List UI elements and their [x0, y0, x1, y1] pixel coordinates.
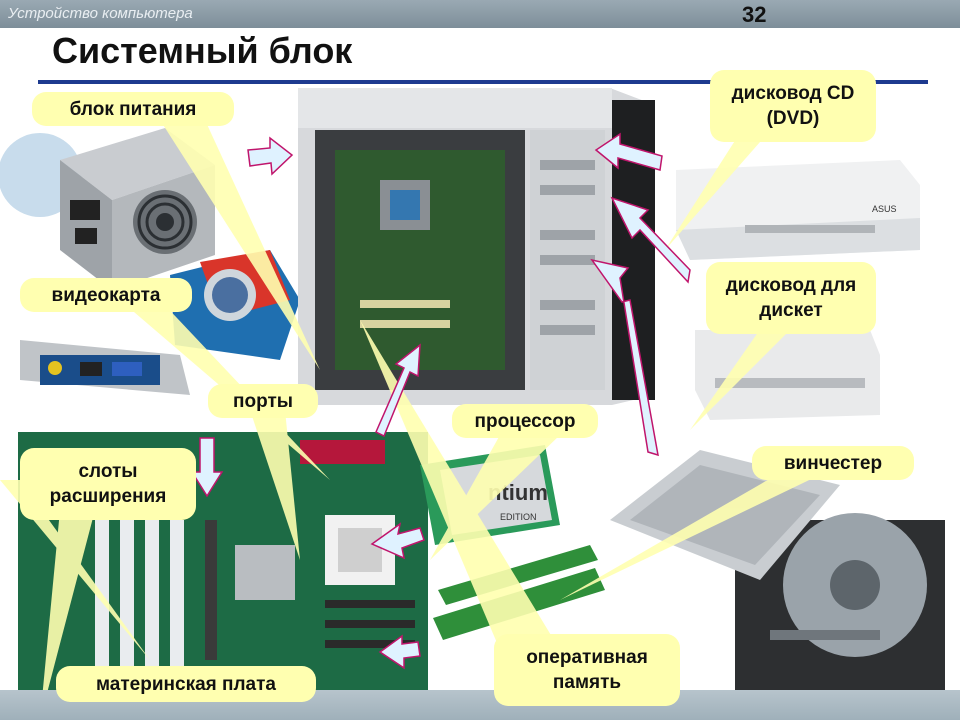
slide-number: 32: [742, 2, 767, 27]
arrow-psu: [247, 136, 294, 176]
arrow-ram: [378, 634, 421, 670]
label-ram: оперативная память: [494, 634, 680, 706]
arrow-hdd: [590, 258, 659, 457]
label-psu: блок питания: [32, 92, 234, 126]
label-cpu: процессор: [452, 404, 598, 438]
label-floppy: дисковод для дискет: [706, 262, 876, 334]
top-bar: Устройство компьютера 32: [0, 0, 960, 28]
arrow-slots: [190, 437, 224, 498]
label-hdd: винчестер: [752, 446, 914, 480]
arrow-cd: [594, 132, 663, 171]
arrows: [190, 132, 691, 670]
page-title: Системный блок: [52, 30, 353, 71]
label-ports: порты: [208, 384, 318, 418]
cd-brand-text: ASUS: [872, 204, 897, 214]
case-photo: [298, 88, 655, 405]
label-mobo: материнская плата: [56, 666, 316, 702]
title-underline: [38, 80, 928, 84]
arrow-cpu: [375, 343, 421, 438]
label-cd: дисковод CD (DVD): [710, 70, 876, 142]
psu-photo: [60, 128, 215, 290]
hdd-open-photo: [735, 513, 945, 710]
cpu-edition-text: EDITION: [500, 512, 537, 522]
cd-drive-photo: [676, 160, 920, 260]
label-slots: слоты расширения: [20, 448, 196, 520]
floppy-drive-photo: [695, 330, 880, 420]
arrow-socket: [370, 522, 425, 560]
label-video: видеокарта: [20, 278, 192, 312]
arrow-floppy: [610, 196, 691, 284]
section-title: Устройство компьютера: [8, 5, 193, 22]
